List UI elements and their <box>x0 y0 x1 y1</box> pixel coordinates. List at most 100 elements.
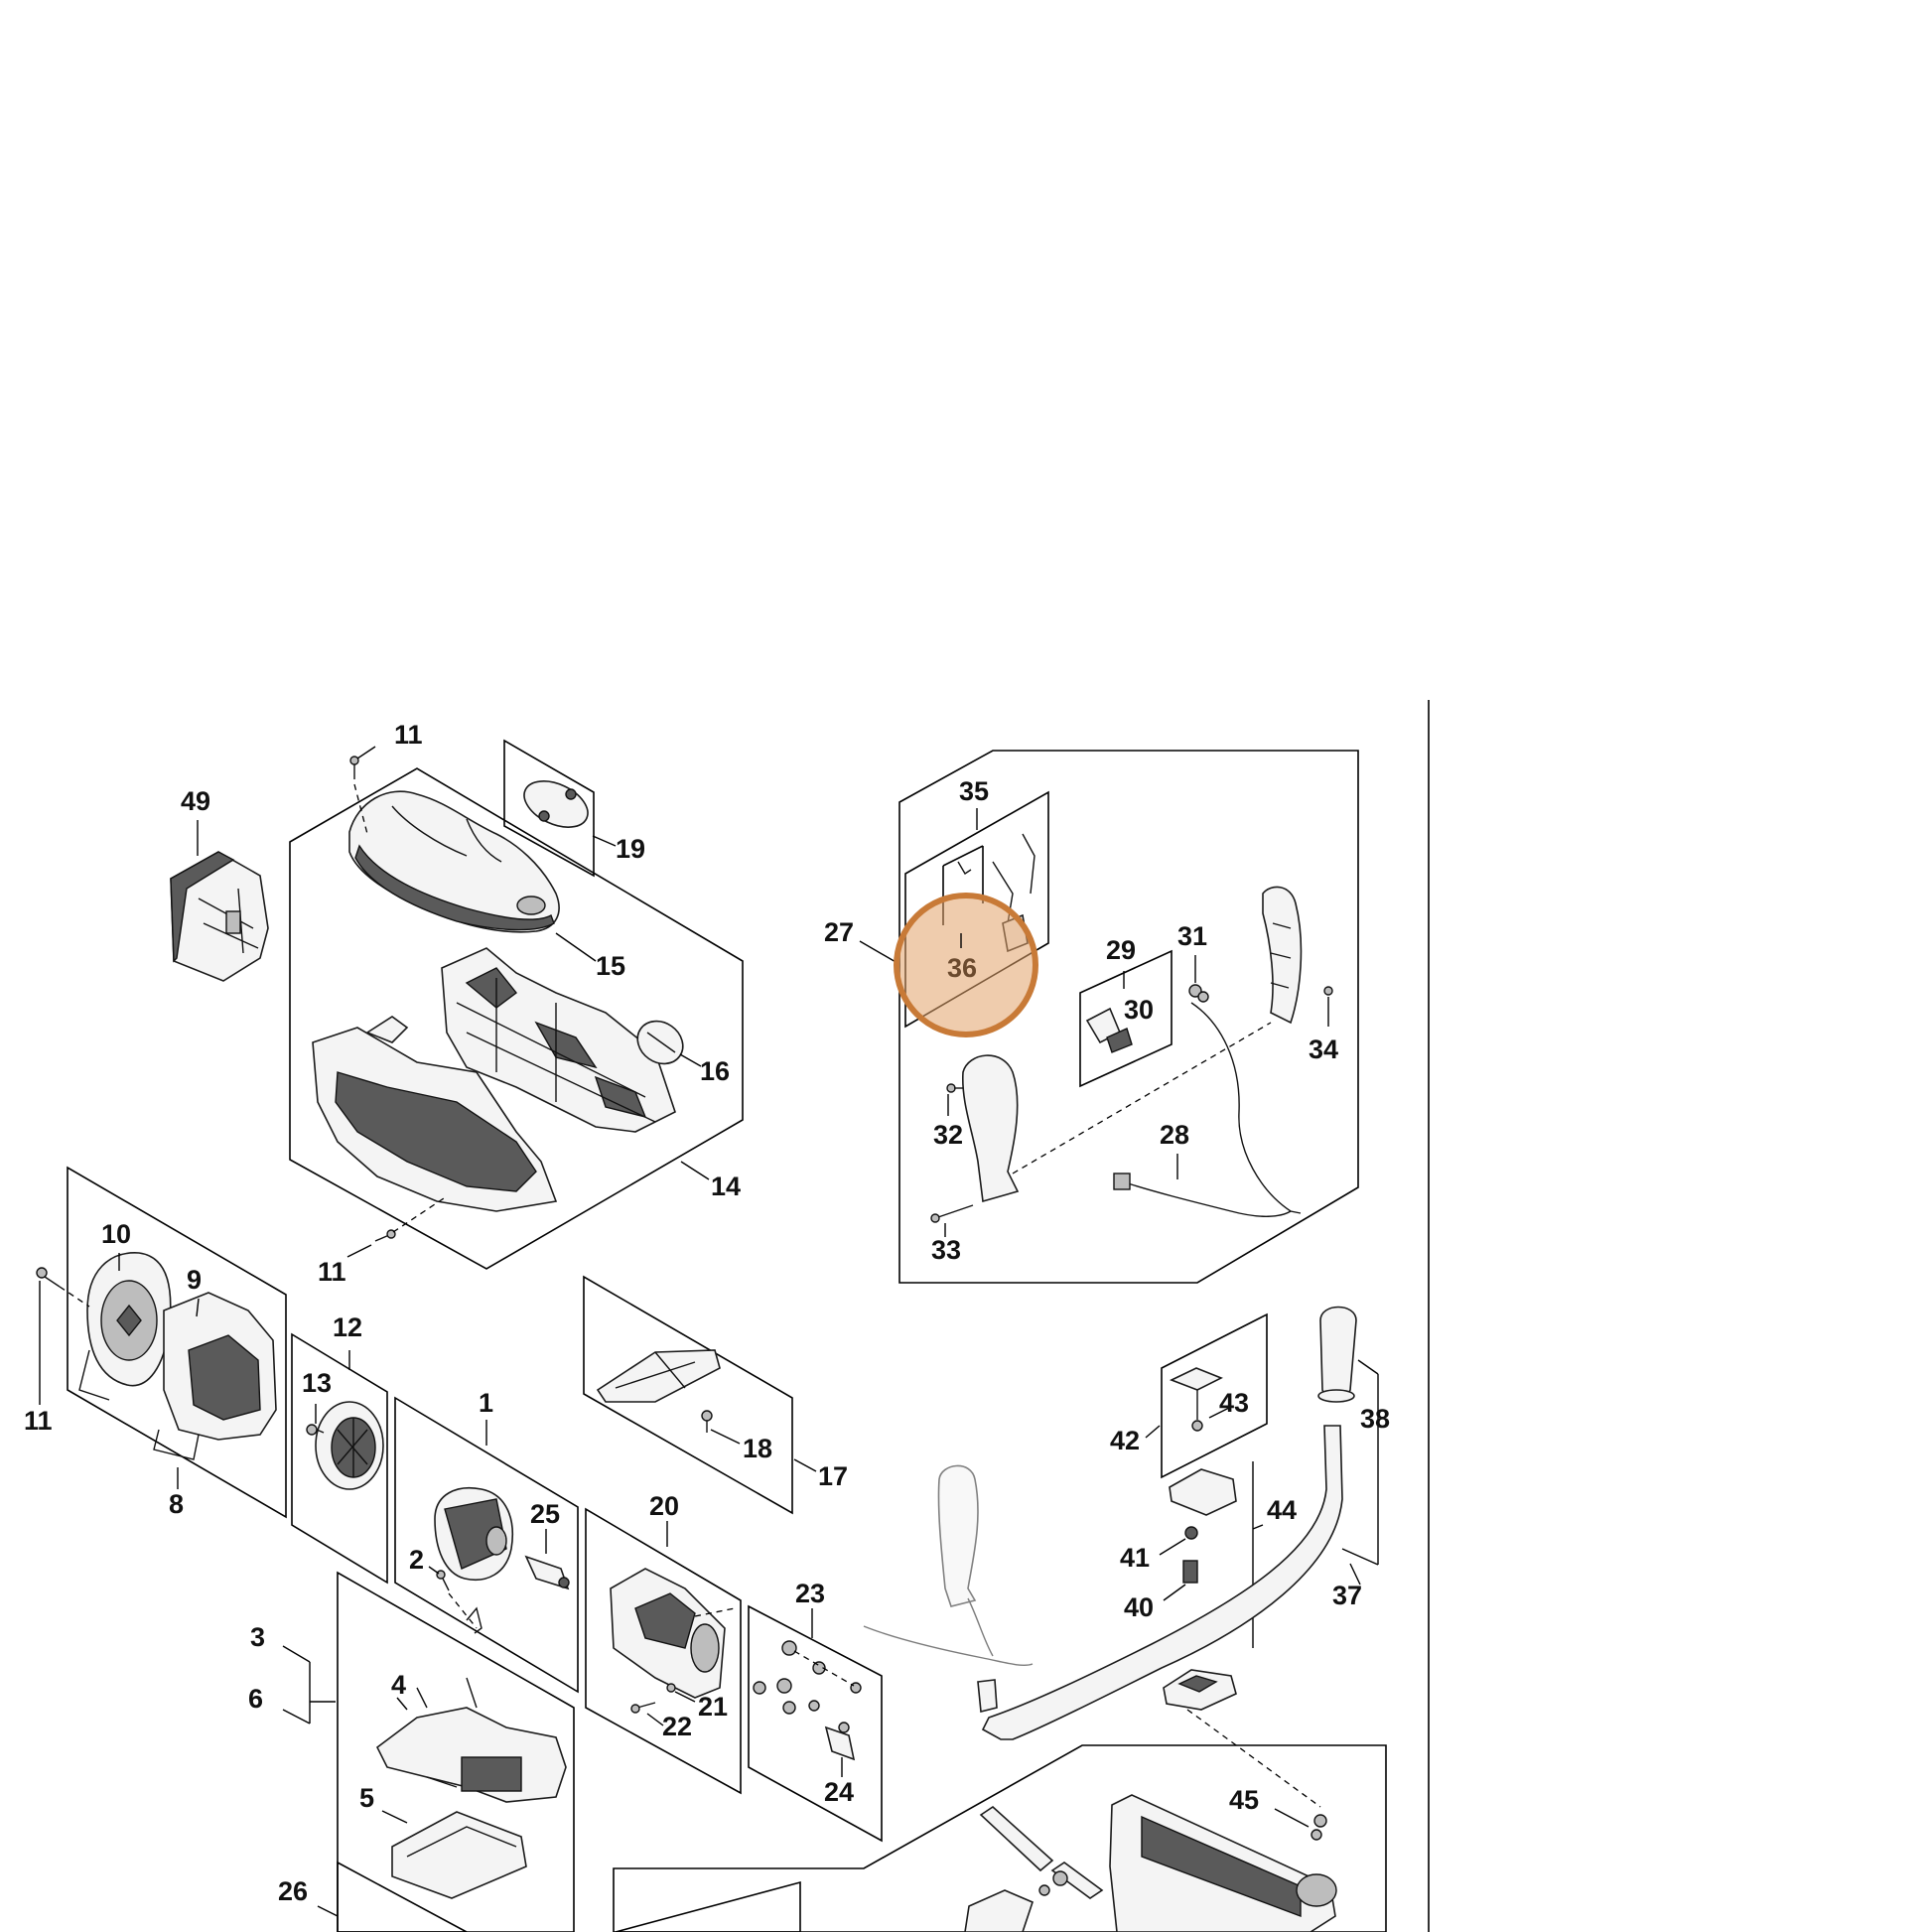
leader-14 <box>680 1161 710 1180</box>
part-16-gasket <box>636 1020 684 1065</box>
frame-group-26 <box>337 1861 468 1932</box>
callout-35: 35 <box>959 776 989 806</box>
callout-16: 16 <box>700 1056 730 1086</box>
part-4-control-board <box>375 1677 567 1803</box>
part-33-screw <box>930 1204 974 1223</box>
callout-1: 1 <box>479 1388 493 1418</box>
leader-26 <box>317 1905 339 1917</box>
highlight-36[interactable] <box>894 893 1038 1037</box>
screw-11-fan-axis <box>59 1286 90 1308</box>
screw-11-top <box>349 756 359 779</box>
callout-23: 23 <box>795 1579 825 1608</box>
part-13-nut <box>306 1424 325 1436</box>
frame-group-14 <box>289 767 744 1270</box>
frame-group-27 <box>898 750 1359 1284</box>
part-21-pin <box>666 1683 676 1693</box>
leader-37-arm <box>1341 1548 1379 1566</box>
part-40-spring <box>1182 1560 1198 1584</box>
part-1-motor <box>434 1487 513 1581</box>
callout-42: 42 <box>1110 1426 1140 1455</box>
fastener-axis <box>793 1650 855 1687</box>
part-45-screw <box>1311 1814 1327 1841</box>
screw-11-top-axis <box>353 783 368 835</box>
callout-18: 18 <box>743 1434 772 1463</box>
part-43-knob <box>1169 1367 1223 1432</box>
leader-41 <box>1159 1538 1186 1556</box>
frame-group-23 <box>748 1604 883 1843</box>
frame-group-bottom-left <box>615 1880 801 1932</box>
callout-9: 9 <box>187 1265 202 1295</box>
callout-40: 40 <box>1124 1592 1154 1622</box>
part-14-inner-frame <box>441 947 676 1133</box>
part-bottom-tube <box>979 1805 1104 1899</box>
part-9-fan-housing <box>153 1292 277 1460</box>
callout-29: 29 <box>1106 935 1136 965</box>
part-19-cap <box>523 780 589 828</box>
callout-20: 20 <box>649 1491 679 1521</box>
callout-41: 41 <box>1120 1543 1150 1573</box>
callout-27: 27 <box>824 917 854 947</box>
callout-12: 12 <box>333 1312 362 1342</box>
callout-6: 6 <box>248 1684 263 1714</box>
leader-11a <box>356 746 376 759</box>
part-bottom-rail <box>1109 1794 1337 1932</box>
part-25-brush <box>524 1555 570 1590</box>
callout-37: 37 <box>1332 1581 1362 1610</box>
part-handle-half <box>1262 886 1303 1025</box>
callout-33: 33 <box>931 1235 961 1265</box>
leader-22 <box>646 1713 664 1726</box>
part-22-screw <box>630 1702 656 1714</box>
part-bottom-housing <box>964 1889 1034 1932</box>
part-38-grip <box>1317 1306 1357 1403</box>
leader-42 <box>1145 1425 1161 1439</box>
callout-25: 25 <box>530 1499 560 1529</box>
part-bottom-fitting <box>1038 1870 1068 1896</box>
leader-16 <box>679 1053 702 1067</box>
part-trigger-handle <box>961 1054 1020 1203</box>
frame-group-12 <box>291 1332 388 1585</box>
leader-44 <box>1252 1524 1264 1530</box>
callout-36[interactable]: 36 <box>947 953 977 983</box>
callout-31: 31 <box>1177 921 1207 951</box>
part-41-spring <box>1184 1526 1198 1540</box>
callout-26: 26 <box>278 1876 308 1906</box>
leader-37 <box>1349 1563 1361 1586</box>
part-20-gear-housing <box>610 1568 726 1699</box>
leader-43 <box>1208 1407 1230 1419</box>
callout-10: 10 <box>101 1219 131 1249</box>
part-49-battery-pack <box>170 851 269 982</box>
callout-44: 44 <box>1267 1495 1297 1525</box>
callout-43: 43 <box>1219 1388 1249 1418</box>
part-5-cover <box>391 1811 527 1899</box>
leader-17 <box>793 1458 817 1472</box>
callout-11c: 11 <box>24 1406 53 1436</box>
leader-45 <box>1274 1808 1310 1828</box>
part-31-spring <box>1188 984 1209 1003</box>
frame-36-top <box>942 845 984 867</box>
frame-group-8 <box>67 1166 287 1519</box>
callout-11a: 11 <box>394 720 423 750</box>
callout-8: 8 <box>169 1489 184 1519</box>
frame-group-42 <box>1161 1312 1268 1479</box>
part-12-impeller <box>315 1401 384 1490</box>
part-23-fasteners <box>753 1640 862 1733</box>
callout-13: 13 <box>302 1368 332 1398</box>
part-32-screw <box>946 1083 963 1093</box>
part-44-clamp <box>1169 1468 1237 1516</box>
part-17-plate <box>596 1349 721 1403</box>
part-2-screw <box>436 1570 450 1591</box>
frame-group-20 <box>585 1507 742 1795</box>
leader-21 <box>674 1691 696 1703</box>
leader-15 <box>555 932 597 962</box>
part-29-30-contact <box>1079 949 1173 1088</box>
part-14-lower-housing <box>312 1016 558 1212</box>
callout-19: 19 <box>616 834 645 864</box>
callout-45: 45 <box>1229 1785 1259 1815</box>
leader-38 <box>1357 1359 1379 1375</box>
screw-11-bottom <box>374 1229 396 1242</box>
leader-4 <box>396 1697 408 1711</box>
leader-27 <box>859 940 898 964</box>
handle-axis <box>1012 1022 1272 1174</box>
leader-9 <box>196 1298 200 1317</box>
frame-group-1 <box>394 1396 579 1694</box>
